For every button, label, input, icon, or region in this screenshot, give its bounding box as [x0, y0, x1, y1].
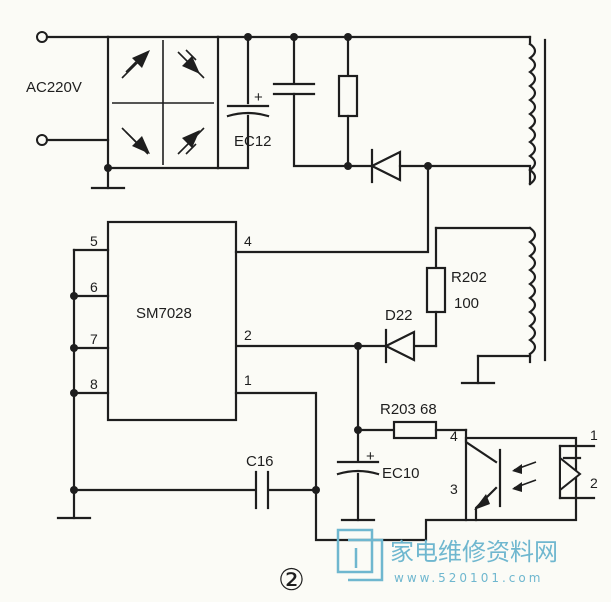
ic-pin-1: 1 — [244, 372, 252, 388]
watermark-url: www.520101.com — [394, 571, 543, 585]
pin4-drain-wire — [234, 164, 430, 254]
capacitor-c16 — [72, 470, 320, 510]
label-ic: SM7028 — [136, 305, 192, 322]
snubber-resistor — [337, 35, 359, 168]
label-r202: R202 — [451, 269, 487, 286]
diode-d22 — [234, 328, 438, 364]
junction-dots — [104, 33, 432, 172]
resistor-r203 — [356, 420, 468, 440]
ec12-plus-sign: + — [254, 89, 263, 106]
ic-pin-7: 7 — [90, 331, 98, 347]
ic-pin-4: 4 — [244, 233, 252, 249]
snubber-diode — [346, 148, 430, 184]
opto-pin-2: 2 — [590, 475, 598, 491]
label-ec12: EC12 — [234, 133, 272, 150]
opto-pin-1: 1 — [590, 427, 598, 443]
ic-left-pins — [56, 248, 110, 520]
optocoupler — [464, 428, 596, 522]
capacitor-ec10 — [336, 460, 380, 522]
resistor-r202 — [425, 226, 447, 348]
ic-pin-6: 6 — [90, 279, 98, 295]
ac-input-terminals — [36, 31, 110, 146]
opto-pin-3: 3 — [450, 481, 458, 497]
opto-pin-4: 4 — [450, 428, 458, 444]
ic-sm7028 — [106, 220, 238, 422]
label-r202-value: 100 — [454, 295, 479, 312]
ic-pin-5: 5 — [90, 233, 98, 249]
ic-pin-8: 8 — [90, 376, 98, 392]
watermark-title: 家电维修资料网 — [390, 538, 558, 566]
label-ac-input: AC220V — [26, 79, 82, 96]
label-r203: R203 68 — [380, 401, 437, 418]
watermark-logo-icon — [336, 528, 384, 582]
vcc-node-wire — [354, 342, 362, 462]
transformer-primary-winding — [426, 35, 537, 186]
capacitor-ec12 — [216, 35, 270, 170]
transformer-aux-winding — [434, 226, 537, 385]
ec10-plus-sign: + — [366, 448, 375, 465]
bridge-rectifier — [106, 35, 220, 170]
ic-pin-2: 2 — [244, 327, 252, 343]
snubber-capacitor — [272, 35, 350, 168]
label-d22: D22 — [385, 307, 413, 324]
label-c16: C16 — [246, 453, 274, 470]
label-ec10: EC10 — [382, 465, 420, 482]
figure-number: ② — [278, 563, 305, 598]
